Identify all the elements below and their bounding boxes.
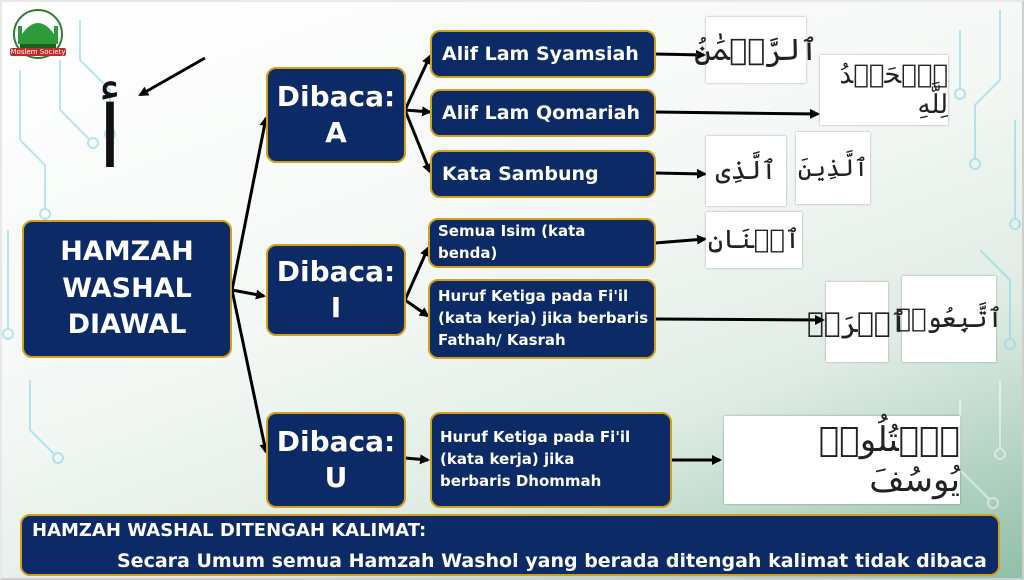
main-node-line: WASHAL xyxy=(62,272,192,304)
main-node-hamzah-washal: HAMZAH WASHAL DIAWAL xyxy=(22,220,232,358)
pointer-arrow xyxy=(138,56,206,97)
example-arrahman: ٱلرَّحۡمَٰنُ xyxy=(694,17,818,83)
node-label: I xyxy=(330,291,342,324)
main-node-line: HAMZAH xyxy=(60,236,194,268)
node-label: U xyxy=(324,461,348,494)
leaf-text: Huruf Ketiga pada Fi'il (kata kerja) jik… xyxy=(440,428,631,490)
footer-banner: HAMZAH WASHAL DITENGAH KALIMAT: Secara U… xyxy=(20,514,1000,576)
example-alladzina: ٱلَّذِينَ xyxy=(796,132,870,204)
leaf-text: Alif Lam Qomariah xyxy=(442,102,641,124)
leaf-kata-sambung: Kata Sambung xyxy=(430,150,656,198)
logo-text: Moslem Society xyxy=(10,48,66,56)
node-label: Dibaca: xyxy=(276,254,396,288)
node-dibaca-i: Dibaca: I xyxy=(266,244,406,336)
leaf-alif-lam-qomariah: Alif Lam Qomariah xyxy=(430,89,656,137)
example-uqtulu-yusufa: ٱقۡتُلُوا۟ يُوسُفَ xyxy=(724,416,960,504)
example-alladzi: ٱلَّذِى xyxy=(706,136,786,206)
example-alhamdulillah: ٱلۡحَمۡدُ لِلَّهِ xyxy=(820,55,948,125)
example-iqra: ٱقۡرَأۡ xyxy=(807,282,907,362)
example-itsnani: ٱثۡنَانِ xyxy=(706,212,802,268)
node-label: Dibaca: xyxy=(276,424,396,458)
footer-title: HAMZAH WASHAL DITENGAH KALIMAT: xyxy=(32,520,427,541)
node-dibaca-a: Dibaca: A xyxy=(266,67,406,163)
main-node-line: DIAWAL xyxy=(67,309,187,341)
leaf-alif-lam-syamsiah: Alif Lam Syamsiah xyxy=(430,30,656,78)
leaf-text: Huruf Ketiga pada Fi'il (kata kerja) jik… xyxy=(438,287,649,349)
leaf-semua-isim: Semua Isim (kata benda) xyxy=(428,218,656,268)
leaf-text: Kata Sambung xyxy=(442,163,599,185)
logo: Moslem Society xyxy=(10,8,66,64)
footer-text: Secara Umum semua Hamzah Washol yang ber… xyxy=(117,550,987,572)
leaf-fiil-dhommah: Huruf Ketiga pada Fi'il (kata kerja) jik… xyxy=(430,412,672,508)
example-ittabiu: ٱتَّبِعُوا۟ xyxy=(895,276,1003,362)
alif-hamzah-glyph: أ xyxy=(98,88,122,188)
leaf-fiil-fathah-kasrah: Huruf Ketiga pada Fi'il (kata kerja) jik… xyxy=(428,279,656,359)
leaf-text: Semua Isim (kata benda) xyxy=(438,222,586,262)
node-label: Dibaca: xyxy=(276,79,396,113)
arrow-to-dibaca-a xyxy=(230,116,270,291)
node-dibaca-u: Dibaca: U xyxy=(266,412,406,508)
leaf-text: Alif Lam Syamsiah xyxy=(442,43,639,65)
node-label: A xyxy=(325,116,347,149)
mosque-icon xyxy=(13,9,63,59)
